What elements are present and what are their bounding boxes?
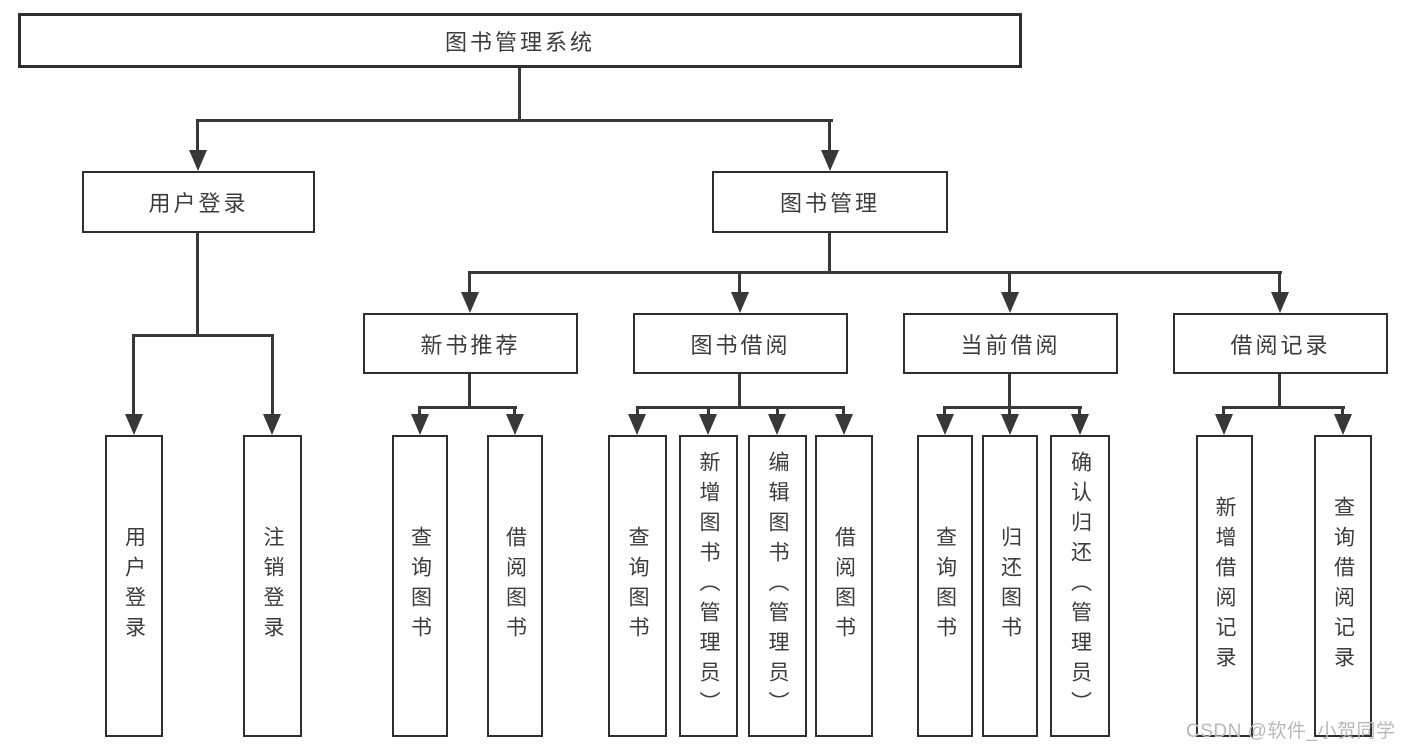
connector-line (419, 406, 517, 409)
connector-line (738, 271, 741, 295)
arrow-down-icon (628, 414, 646, 435)
connector-line (468, 374, 471, 409)
arrow-down-icon (506, 414, 524, 435)
leaf-query-books-recommend: 查询图书 (392, 435, 448, 737)
leaf-query-borrow-record-label: 查询借阅记录 (1331, 496, 1355, 676)
arrow-down-icon (835, 414, 853, 435)
connector-line (944, 406, 1082, 409)
connector-line (828, 119, 831, 153)
leaf-logout-label: 注销登录 (261, 526, 284, 646)
arrow-down-icon (1001, 292, 1019, 313)
arrow-down-icon (1271, 292, 1289, 313)
leaf-user-login-label: 用户登录 (122, 526, 146, 646)
leaf-confirm-return-admin-label: 确认归还（管理员） (1068, 451, 1092, 721)
arrow-down-icon (411, 414, 429, 435)
connector-line (636, 406, 639, 416)
connector-line (636, 406, 845, 409)
connector-line (196, 119, 199, 153)
leaf-return-books: 归还图书 (982, 435, 1038, 737)
leaf-query-books-current: 查询图书 (917, 435, 973, 737)
connector-line (469, 271, 1282, 274)
connector-line (1278, 374, 1281, 409)
connector-line (1078, 406, 1081, 416)
connector-line (271, 334, 274, 416)
node-current-borrowing: 当前借阅 (903, 313, 1118, 374)
node-user-login-label: 用户登录 (148, 191, 249, 216)
leaf-edit-books-admin-label: 编辑图书（管理员） (766, 451, 789, 721)
connector-line (738, 374, 741, 409)
connector-line (943, 406, 946, 416)
leaf-add-books-admin-label: 新增图书（管理员） (697, 451, 720, 721)
arrow-down-icon (936, 414, 954, 435)
node-borrowing-records: 借阅记录 (1173, 313, 1388, 374)
arrow-down-icon (731, 292, 749, 313)
arrow-down-icon (1215, 414, 1233, 435)
arrow-down-icon (461, 292, 479, 313)
leaf-confirm-return-admin: 确认归还（管理员） (1050, 435, 1110, 737)
connector-line (707, 406, 710, 416)
arrow-down-icon (125, 414, 143, 435)
node-borrowing-records-label: 借阅记录 (1230, 332, 1331, 358)
leaf-query-books-current-label: 查询图书 (933, 526, 957, 646)
leaf-query-books-recommend-label: 查询图书 (408, 526, 432, 646)
connector-line (196, 233, 199, 336)
connector-line (1341, 406, 1344, 416)
leaf-query-borrow-record: 查询借阅记录 (1314, 435, 1372, 737)
node-new-book-recommendation: 新书推荐 (363, 313, 578, 374)
leaf-return-books-label: 归还图书 (998, 526, 1022, 646)
connector-line (1008, 374, 1011, 409)
arrow-down-icon (1071, 414, 1089, 435)
connector-line (1223, 406, 1345, 409)
connector-line (132, 334, 274, 337)
arrow-down-icon (699, 414, 717, 435)
arrow-down-icon (189, 150, 207, 171)
connector-line (1278, 271, 1281, 295)
connector-line (1008, 271, 1011, 295)
node-current-borrowing-label: 当前借阅 (960, 332, 1061, 358)
node-book-management-label: 图书管理 (779, 191, 880, 216)
leaf-query-books-borrow: 查询图书 (608, 435, 667, 737)
connector-line (776, 406, 779, 416)
node-book-borrowing-label: 图书借阅 (690, 332, 791, 358)
node-book-management: 图书管理 (712, 171, 948, 233)
connector-line (132, 334, 135, 416)
leaf-add-borrow-record: 新增借阅记录 (1196, 435, 1253, 737)
connector-line (518, 68, 521, 120)
leaf-borrow-books-recommend: 借阅图书 (487, 435, 543, 737)
leaf-add-borrow-record-label: 新增借阅记录 (1213, 496, 1236, 676)
connector-line (1222, 406, 1225, 416)
connector-line (828, 233, 831, 274)
leaf-add-books-admin: 新增图书（管理员） (679, 435, 738, 737)
connector-line (468, 271, 471, 295)
connector-line (197, 119, 833, 122)
arrow-down-icon (821, 150, 839, 171)
leaf-borrow-books: 借阅图书 (815, 435, 873, 737)
leaf-query-books-borrow-label: 查询图书 (626, 526, 649, 646)
leaf-borrow-books-label: 借阅图书 (832, 526, 856, 646)
node-root: 图书管理系统 (18, 13, 1022, 68)
watermark: CSDN @软件_小贺同学 (1186, 721, 1396, 742)
leaf-edit-books-admin: 编辑图书（管理员） (748, 435, 807, 737)
leaf-borrow-books-recommend-label: 借阅图书 (503, 526, 527, 646)
connector-line (842, 406, 845, 416)
node-book-borrowing: 图书借阅 (633, 313, 848, 374)
arrow-down-icon (263, 414, 281, 435)
node-root-label: 图书管理系统 (444, 29, 595, 55)
connector-line (1008, 406, 1011, 416)
leaf-logout: 注销登录 (243, 435, 302, 737)
arrow-down-icon (1334, 414, 1352, 435)
connector-line (418, 406, 421, 416)
arrow-down-icon (1001, 414, 1019, 435)
node-user-login: 用户登录 (82, 171, 315, 233)
arrow-down-icon (768, 414, 786, 435)
connector-line (513, 406, 516, 416)
node-new-book-recommendation-label: 新书推荐 (420, 332, 521, 358)
leaf-user-login: 用户登录 (105, 435, 163, 737)
